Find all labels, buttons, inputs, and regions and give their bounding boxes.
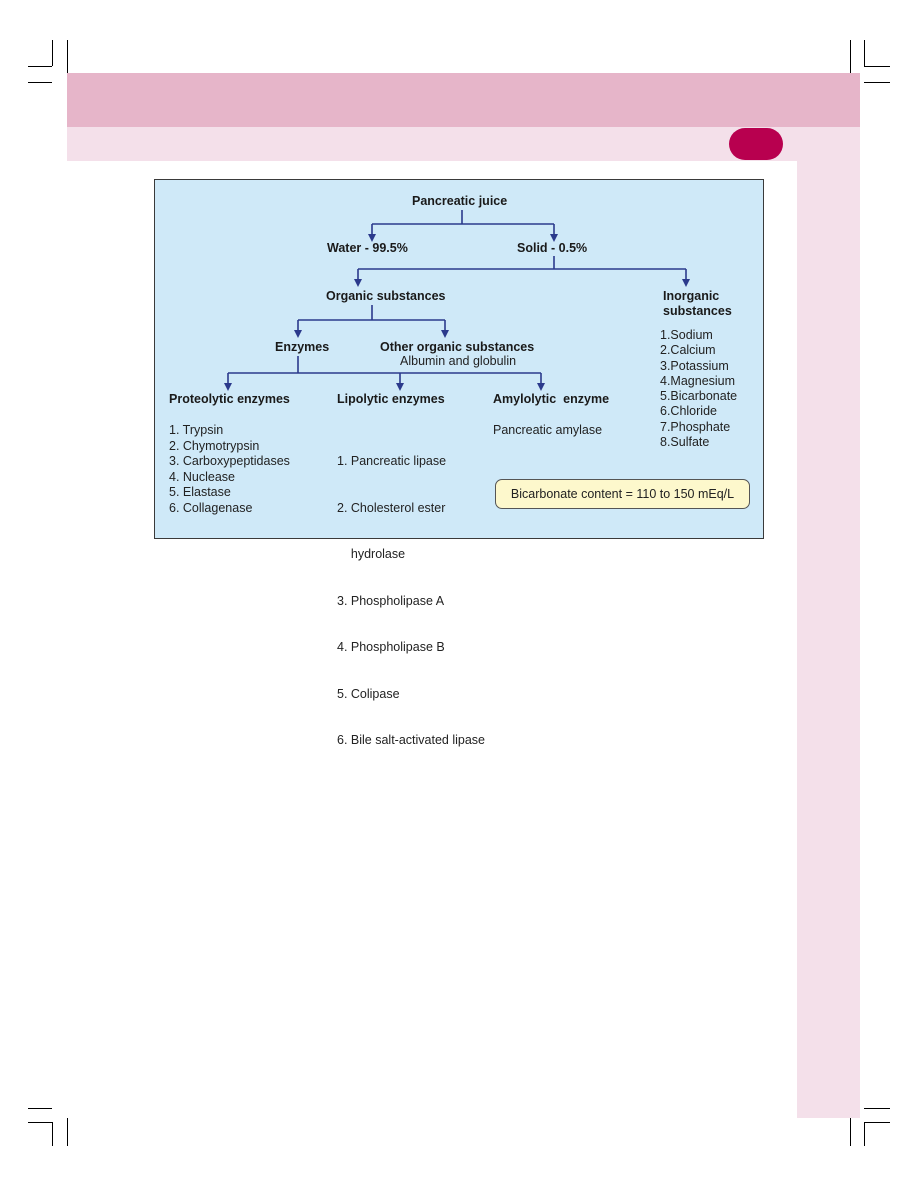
amylolytic-item: Pancreatic amylase [493,423,603,437]
other-organic-detail: Albumin and globulin [400,354,517,368]
list-item: 5.Bicarbonate [660,389,738,404]
bicarbonate-callout: Bicarbonate content = 110 to 150 mEq/L [495,479,750,509]
list-item: 6. Bile salt-activated lipase [337,733,485,747]
enzymes-node: Enzymes [275,340,330,354]
list-item: 1. Trypsin [169,423,224,437]
lipolytic-list: 1. Pancreatic lipase 2. Cholesterol este… [337,423,485,780]
inorganic-list: 1.Sodium 2.Calcium 3.Potassium 4.Magnesi… [660,328,737,450]
amylolytic-title: Amylolytic enzyme [493,392,610,406]
page-tab [729,128,783,160]
list-item: 6.Chloride [660,404,717,419]
side-column [797,161,860,1118]
organic-node: Organic substances [326,289,446,303]
list-item: 3. Carboxypeptidases [169,454,290,468]
inorganic-title-line2: substances [663,304,732,318]
lipolytic-title: Lipolytic enzymes [337,392,445,406]
list-item: 2.Calcium [660,343,716,358]
other-organic-node: Other organic substances [380,340,535,354]
list-item: 4. Nuclease [169,469,236,484]
list-item: 1. Pancreatic lipase [337,454,447,468]
solid-node: Solid - 0.5% [517,241,588,255]
water-node: Water - 99.5% [327,241,408,255]
header-subband [67,127,860,161]
header-band [67,73,860,127]
pancreatic-juice-diagram: Pancreatic juice Water - 99.5% Solid - 0… [154,179,764,747]
list-item: 5. Colipase [337,686,400,701]
list-item: 4.Magnesium [660,373,736,388]
list-item: 2. Cholesterol ester [337,500,446,515]
list-item: 4. Phospholipase B [337,640,445,654]
list-item: 5. Elastase [169,485,231,499]
list-item: 7.Phosphate [660,419,731,434]
proteolytic-title: Proteolytic enzymes [169,392,290,406]
list-item: 3. Phospholipase A [337,593,445,608]
root-node: Pancreatic juice [412,194,508,208]
proteolytic-list: 1. Trypsin 2. Chymotrypsin 3. Carboxypep… [169,423,290,516]
connector-lines [224,210,690,391]
list-item: hydrolase [337,547,406,561]
list-item: 8.Sulfate [660,435,710,450]
list-item: 2. Chymotrypsin [169,438,260,453]
list-item: 3.Potassium [660,358,729,373]
inorganic-title-line1: Inorganic [663,289,720,303]
list-item: 6. Collagenase [169,500,253,515]
list-item: 1.Sodium [660,328,713,342]
